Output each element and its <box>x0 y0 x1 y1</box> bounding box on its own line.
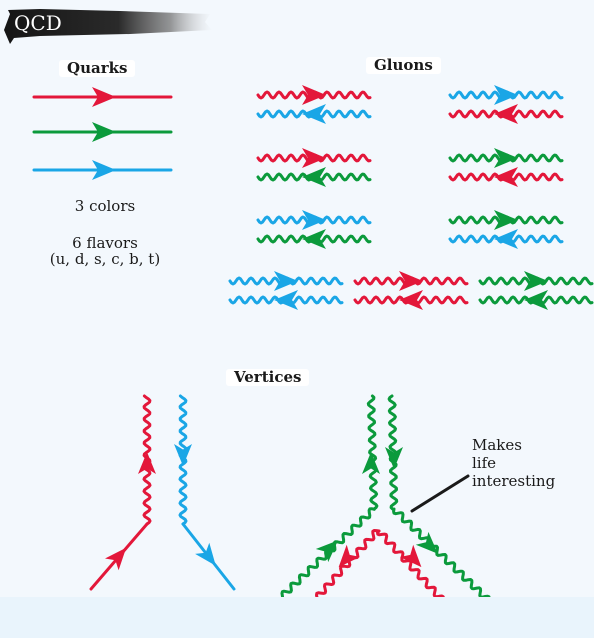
annotation-line-3: interesting <box>472 472 556 490</box>
vertex-gluon-arrow-red <box>138 452 156 474</box>
gluon-arrow-green <box>494 210 518 230</box>
gluons-heading: Gluons <box>366 57 441 74</box>
annotation-leader-line <box>410 474 470 513</box>
vertex3-arrow-green-right <box>415 531 438 554</box>
quarks-colors-text: 3 colors <box>74 197 136 215</box>
vertex3-gluon-left-green <box>280 507 376 597</box>
vertex-quark-arrow-blue <box>195 542 216 566</box>
quark-arrow-red <box>92 87 116 107</box>
annotation-line-2: life <box>472 454 497 472</box>
gluon-arrow-green <box>524 290 548 310</box>
diagram-canvas <box>4 9 594 597</box>
quark-arrow-blue <box>92 160 116 180</box>
vertex-gluon-arrow-blue <box>174 444 192 466</box>
gluon-arrow-red <box>399 290 423 310</box>
gluon-arrow-blue <box>274 271 298 291</box>
vertex-quark-arrow-red <box>105 547 127 571</box>
quarks-heading: Quarks <box>59 60 136 77</box>
annotation-line-1: Makes <box>472 436 522 454</box>
gluon-arrow-green <box>302 229 326 249</box>
gluon-arrow-blue <box>302 104 326 124</box>
vertex3-arrow-red-right <box>399 544 422 568</box>
quarks-flavors-line1: 6 flavors <box>72 234 138 252</box>
vertex3-arrow-green-down <box>385 447 403 469</box>
bottom-band <box>0 597 594 638</box>
gluon-arrow-red <box>302 148 326 168</box>
gluon-arrow-red <box>399 271 423 291</box>
vertex3-arrow-green-left <box>315 540 338 563</box>
vertex3-gluon-right-green <box>392 507 491 597</box>
gluon-arrow-blue <box>302 210 326 230</box>
gluon-arrow-red <box>494 104 518 124</box>
title-brush <box>4 9 212 44</box>
vertex3-arrow-red-left <box>338 544 361 568</box>
gluon-arrow-red <box>302 85 326 105</box>
vertex3-gluon-vertical-left-green <box>366 394 379 511</box>
gluon-arrow-red <box>494 167 518 187</box>
title-badge: QCD <box>0 8 210 38</box>
quark-arrow-green <box>92 122 116 142</box>
gluon-arrow-green <box>494 148 518 168</box>
gluon-arrow-blue <box>274 290 298 310</box>
quarks-flavors-line2: (u, d, s, c, b, t) <box>49 250 161 268</box>
vertex-gluon-line-blue <box>178 394 188 526</box>
gluon-arrow-blue <box>494 85 518 105</box>
vertex3-gluon-inner-red <box>315 529 445 597</box>
vertex3-arrow-green-up <box>362 452 380 474</box>
gluon-arrow-green <box>524 271 548 291</box>
gluon-arrow-blue <box>494 229 518 249</box>
vertices-heading: Vertices <box>226 369 310 386</box>
gluon-arrow-green <box>302 167 326 187</box>
page-title: QCD <box>14 11 62 35</box>
